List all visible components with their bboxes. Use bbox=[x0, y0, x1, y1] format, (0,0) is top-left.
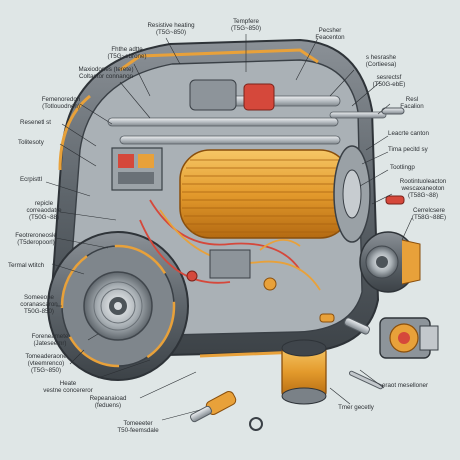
label-resistive-heating: Resistive heating (T5G~850) bbox=[147, 22, 195, 36]
label-sesrectsf: sesrectsf (T50G-ebE) bbox=[372, 74, 406, 88]
label-cerrelcsere: Cerrelcsere (T58G~88E) bbox=[411, 207, 447, 221]
leader-lines bbox=[45, 34, 413, 421]
label-foreneamete: Foreneamete (Jateseemr) bbox=[31, 333, 69, 347]
label-tima-pecitd: Tima pecitd sy bbox=[388, 146, 428, 153]
exploded-alternator bbox=[359, 231, 421, 293]
label-tempfere: Tempfere (T5G~850) bbox=[230, 18, 262, 32]
exploded-gear-motor bbox=[379, 317, 439, 359]
label-leacrte-canton: Leacrte canton bbox=[388, 130, 429, 137]
rotor-shafts bbox=[107, 79, 387, 145]
stator-coil bbox=[179, 145, 371, 243]
label-rootintuoleacton: Rootintuoleacton wescaxaneoton (T58G~88) bbox=[399, 178, 447, 199]
label-tomeaderaone: Tomeaderaone (vteemrenco) (T5G~850) bbox=[25, 353, 67, 374]
label-tmer-gecetly: Tmer gecetly bbox=[338, 404, 374, 411]
terminal-block bbox=[111, 147, 163, 191]
label-someeone: Someeone coranascaron T50G-850) bbox=[20, 294, 58, 315]
exploded-coil-cartridge bbox=[281, 339, 327, 405]
label-hesrashe: s hesrashe (Cortieesa) bbox=[365, 54, 397, 68]
label-fhthe-adtte: Fhthe adtte (T5G~ebrone) bbox=[107, 46, 147, 60]
label-resenetl: Resenetl st bbox=[20, 119, 51, 126]
label-feotreroneosle: Feotreroneosle (T5deropoorl) bbox=[15, 232, 57, 246]
fan-hub bbox=[83, 271, 153, 341]
label-eraot-meselloner: eraot meselloner bbox=[381, 382, 429, 389]
label-tootlingp: Tootlingp bbox=[390, 164, 415, 171]
label-repicle: repicle correaodatre (T50G~88) bbox=[26, 200, 62, 221]
label-ecrpisttl: Ecrpisttl bbox=[20, 176, 43, 183]
label-repeanaioad: Repeanaioad (feduens) bbox=[89, 395, 127, 409]
label-femenoredon: Femenoredon (Totlouodnen) bbox=[41, 96, 81, 110]
label-tomeeeter: Tomeeeter T50-feemsdale bbox=[117, 420, 159, 434]
label-maxiodones: Maxiodones (terete) Coltaetor connanon bbox=[78, 66, 134, 80]
label-heate: Heate vestne concereror bbox=[43, 380, 93, 394]
label-pecsher: Pecsher Feacenton bbox=[315, 27, 345, 41]
label-tolitesoty: Tolitesoty bbox=[18, 139, 44, 146]
wiring-harness bbox=[139, 199, 321, 291]
label-termal-wtitch: Termal wtitch bbox=[8, 262, 45, 269]
label-resl-facalion: Resl Facalion bbox=[400, 96, 424, 110]
